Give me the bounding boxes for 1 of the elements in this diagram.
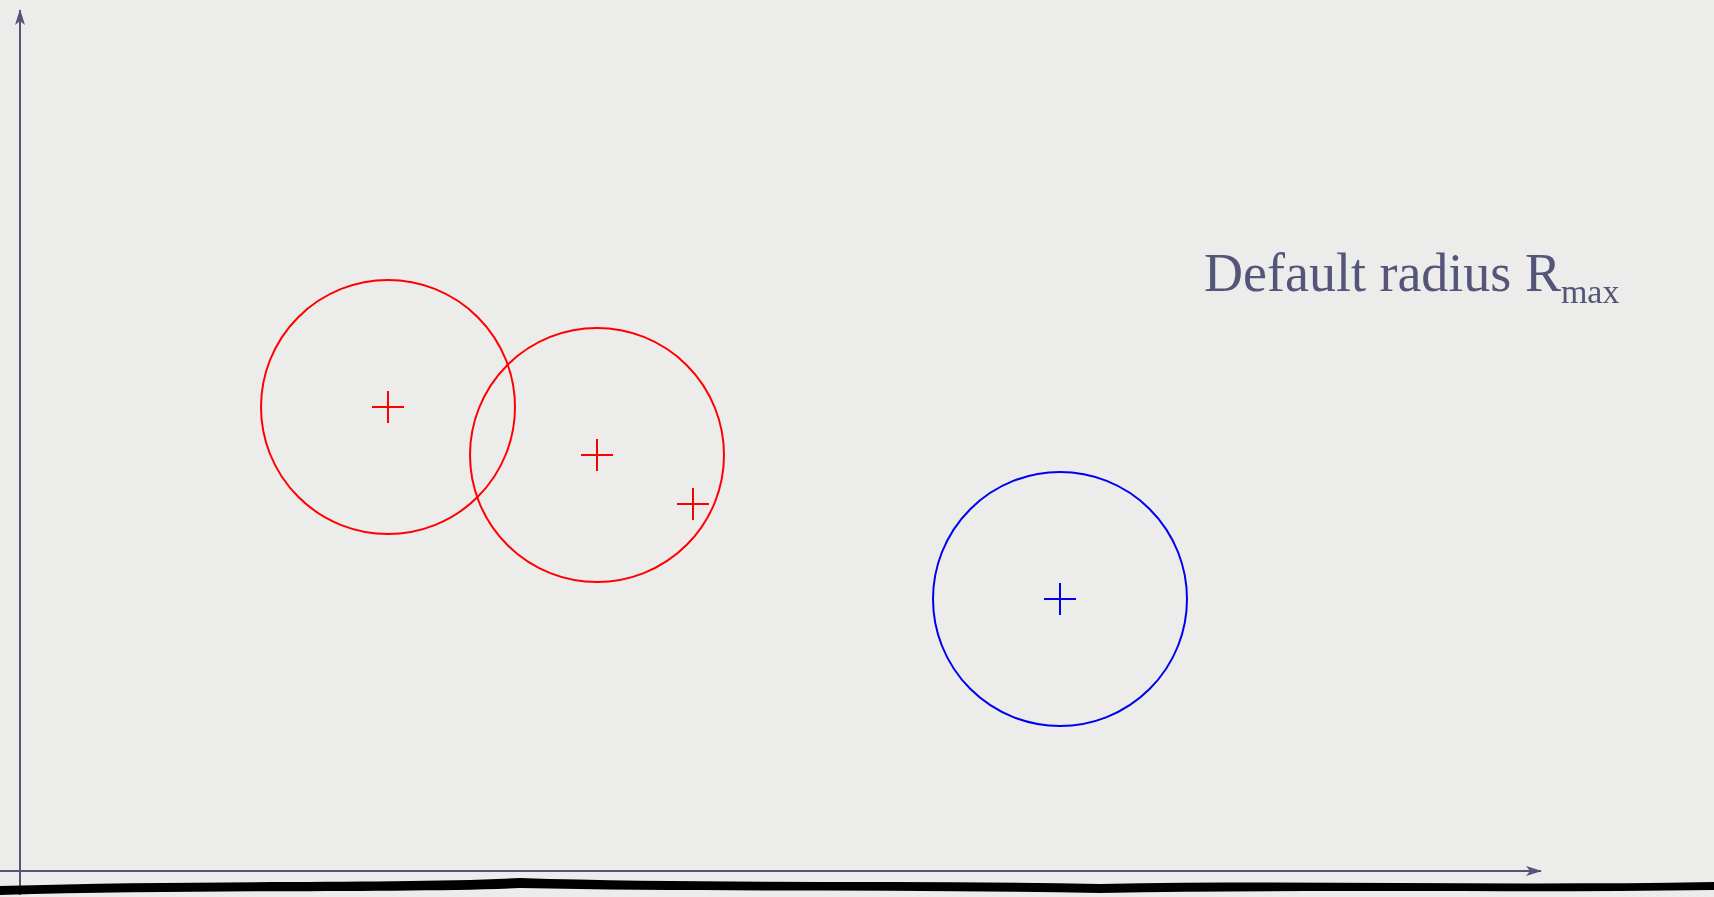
radius-label: Default radius R$_{max}$ [1204,242,1620,311]
